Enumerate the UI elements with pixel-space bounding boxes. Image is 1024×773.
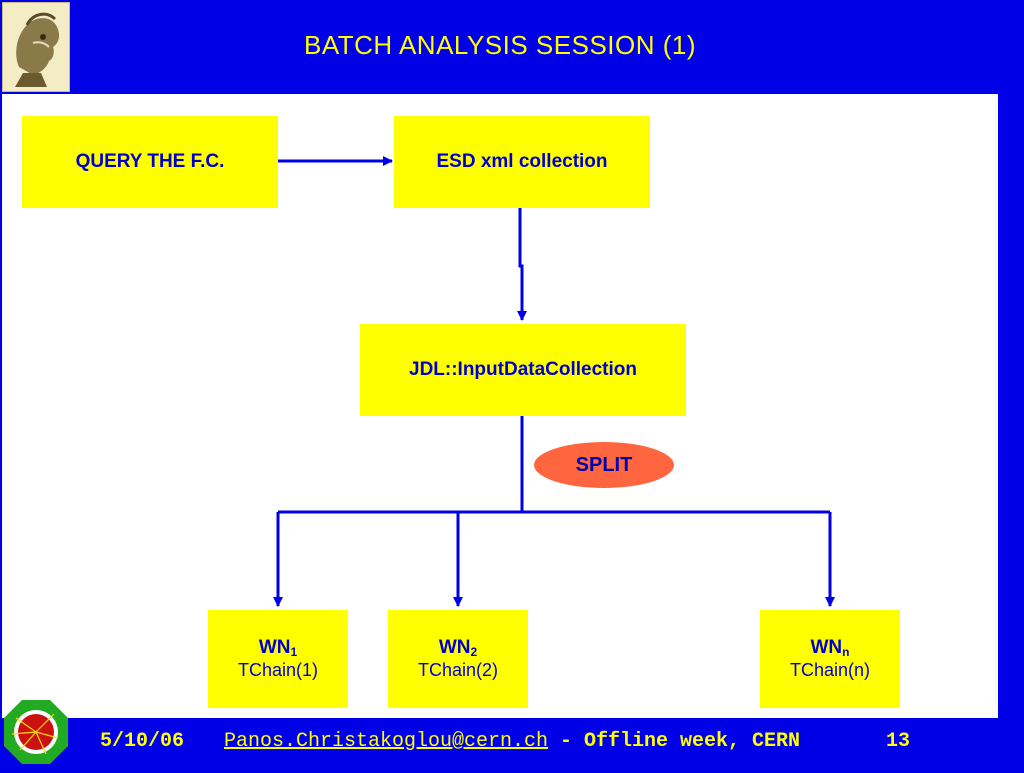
split-oval: SPLIT	[534, 442, 674, 488]
worker-label: WN	[258, 637, 291, 659]
page-number: 13	[886, 730, 911, 753]
slide-footer: 5/10/06 Panos.Christakoglou@cern.ch - Of…	[0, 730, 1024, 754]
particle-event-icon	[2, 698, 70, 768]
arrow-esd-to-jdl	[517, 208, 527, 321]
query-fc-label: QUERY THE F.C.	[75, 151, 225, 173]
footer-date: 5/10/06	[100, 730, 185, 753]
worker-chain: TChain(1)	[237, 660, 319, 681]
footer-email-link[interactable]: Panos.Christakoglou@cern.ch	[224, 730, 549, 753]
worker-index: 2	[470, 645, 478, 660]
query-fc-box: QUERY THE F.C.	[22, 116, 278, 208]
jdl-input-label: JDL::InputDataCollection	[409, 359, 637, 381]
slide-content: QUERY THE F.C. ESD xml collection JDL::I…	[2, 94, 998, 718]
worker-chain: TChain(2)	[417, 660, 499, 681]
worker-node-box: WN1 TChain(1)	[208, 610, 348, 708]
worker-label: WN	[438, 637, 471, 659]
esd-collection-box: ESD xml collection	[394, 116, 650, 208]
worker-node-box: WN2 TChain(2)	[388, 610, 528, 708]
flow-connectors	[273, 156, 835, 607]
slide-title: BATCH ANALYSIS SESSION (1)	[303, 30, 697, 60]
worker-node-box: WNn TChain(n)	[760, 610, 900, 708]
esd-collection-label: ESD xml collection	[436, 151, 608, 173]
footer-event: - Offline week, CERN	[560, 730, 801, 753]
worker-index: n	[842, 645, 850, 660]
jdl-input-box: JDL::InputDataCollection	[360, 324, 686, 416]
split-label: SPLIT	[575, 453, 633, 476]
athena-logo-icon	[2, 2, 70, 92]
worker-chain: TChain(n)	[789, 660, 871, 681]
worker-index: 1	[290, 645, 298, 660]
worker-label: WN	[810, 637, 843, 659]
